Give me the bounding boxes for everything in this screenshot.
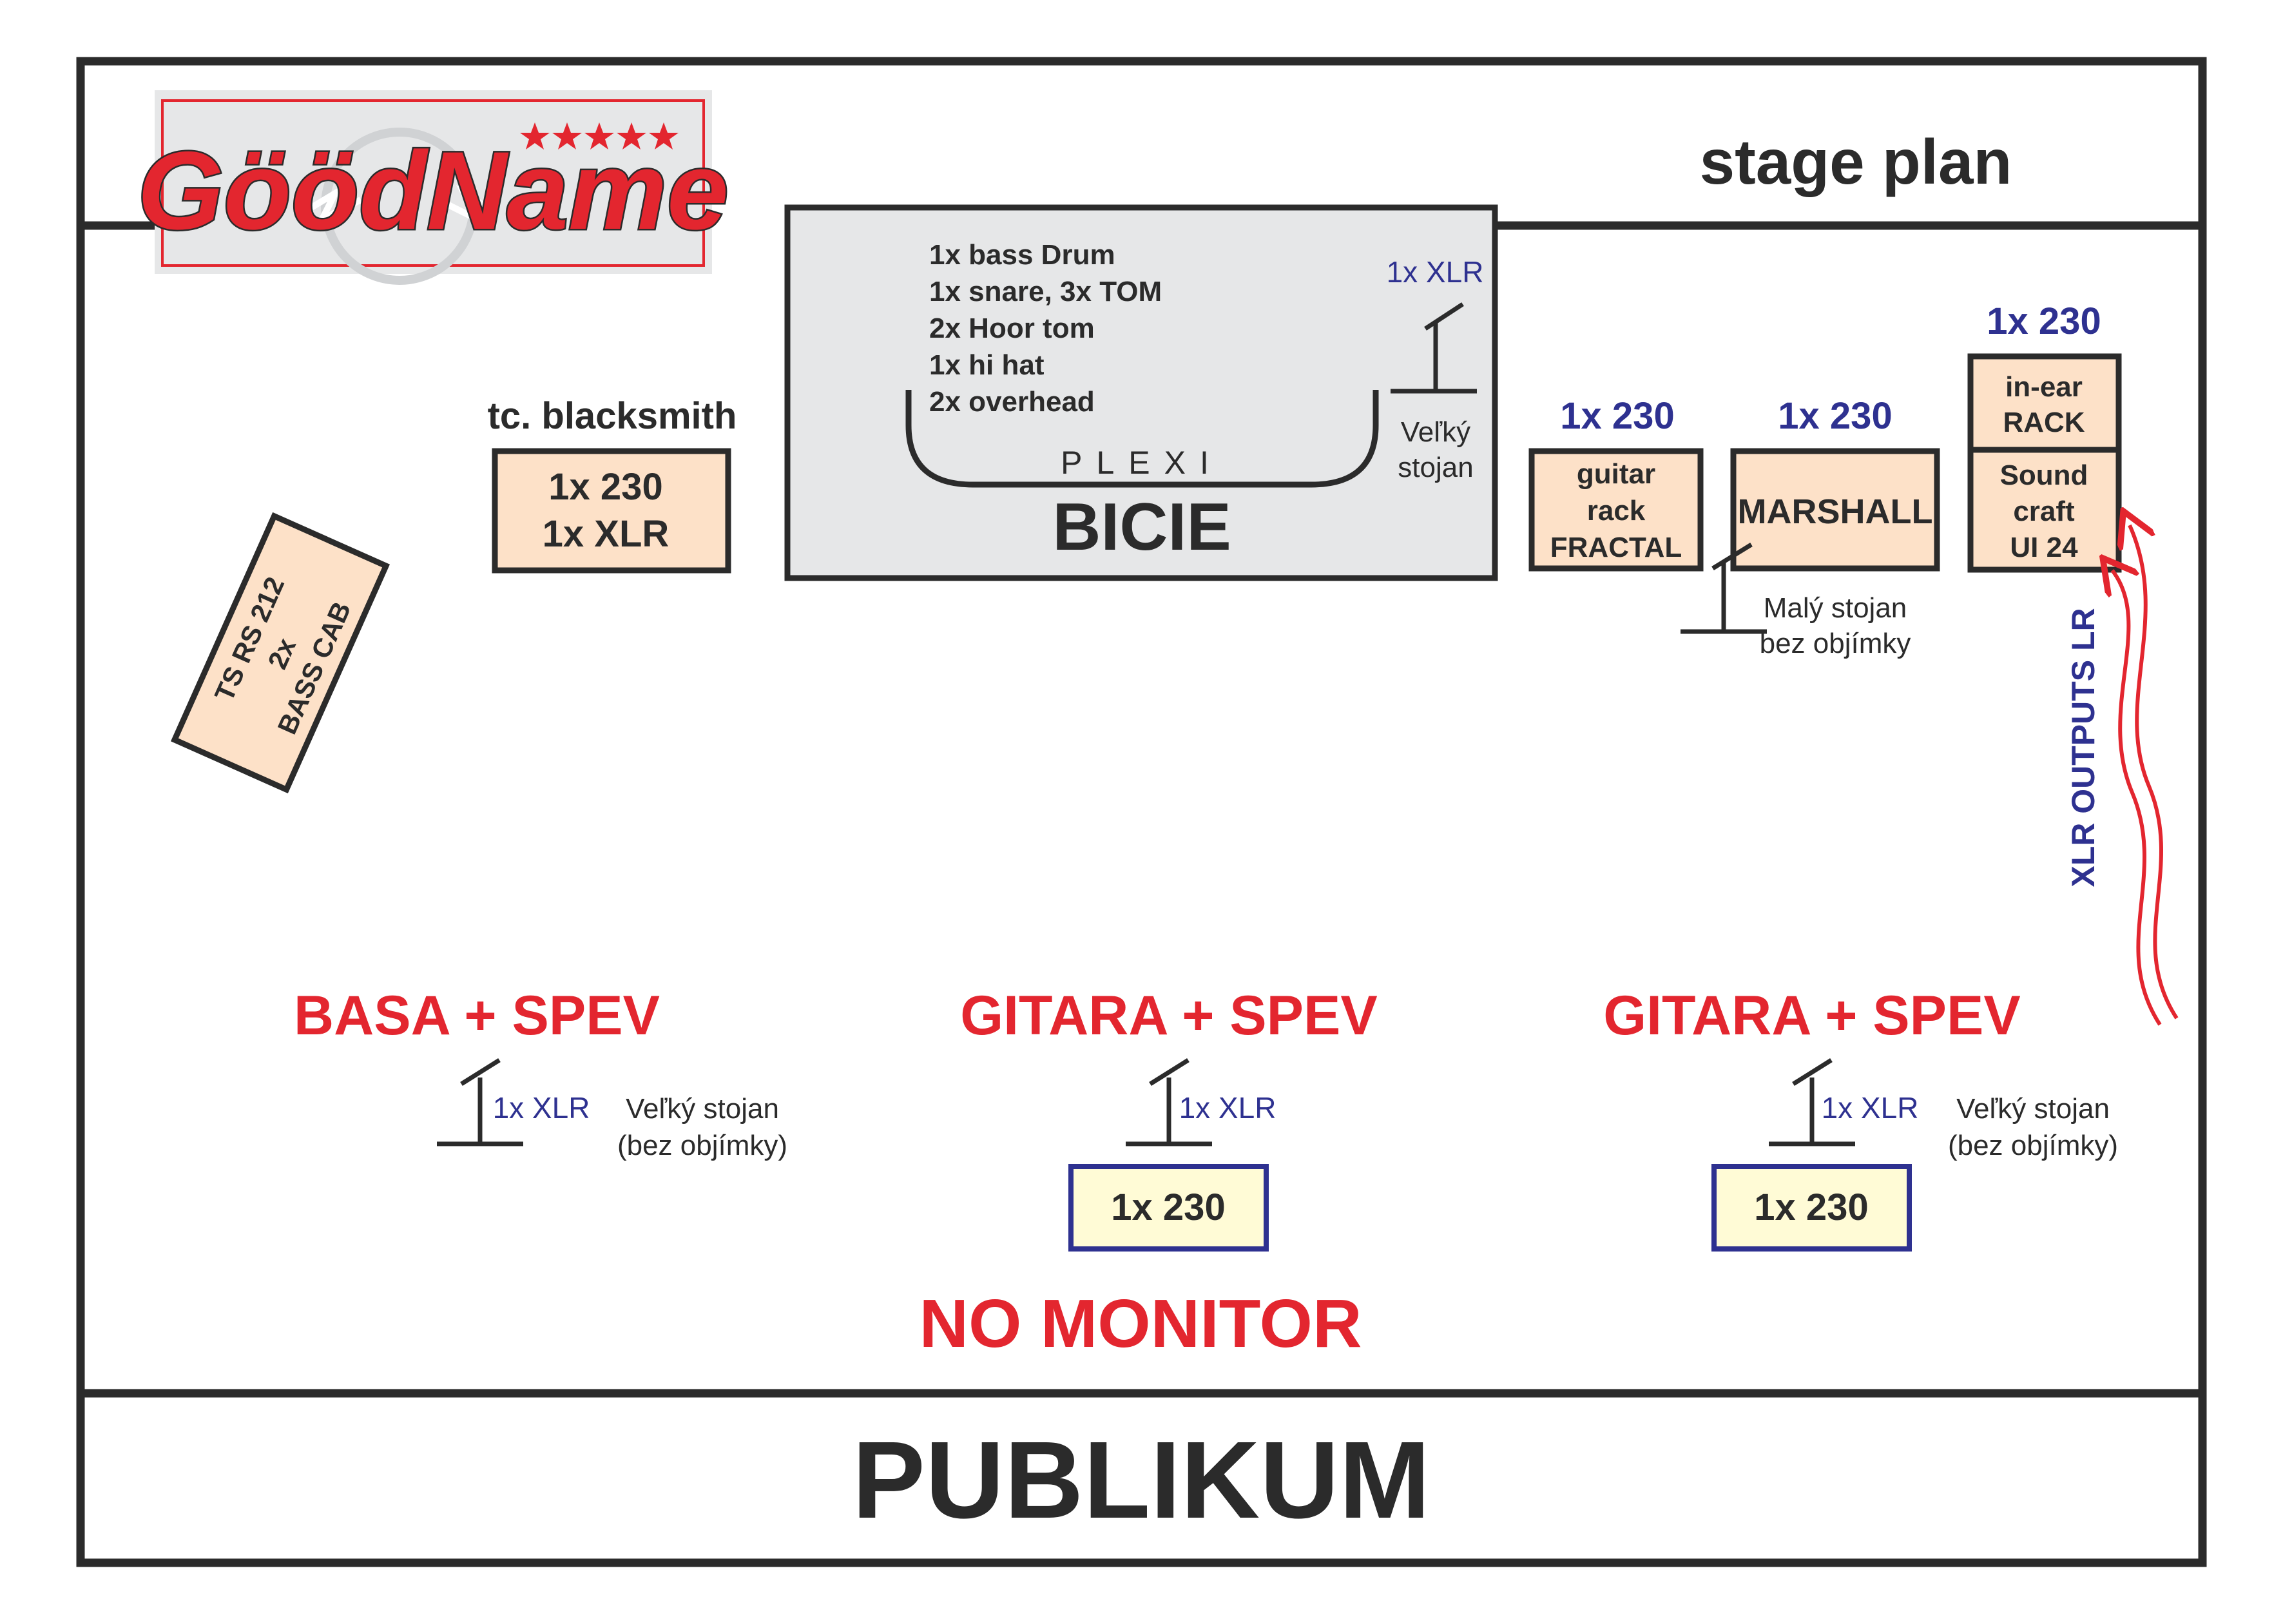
rack-power: 1x 230 [1987,300,2101,342]
guitar-rack-power: 1x 230 [1560,395,1674,437]
position-2-power: 1x 230 [1111,1186,1225,1228]
position-3-power-box [1711,1164,1912,1252]
drum-stand-label-1: Veľký [1401,416,1470,448]
xlr-outputs-label: XLR OUTPUTS LR [2065,608,2101,887]
position-2-mic-stand-icon [1126,1058,1212,1146]
position-3-stand-label-1: Veľký stojan [1956,1093,2110,1125]
guitar-rack: 1x 230 guitar rack FRACTAL [1528,395,1704,572]
xlr-output-cables [2112,525,2179,1026]
monitor-rack: 1x 230 in-ear RACK Sound craft UI 24 XLR… [1967,300,2179,1026]
marshall-amp: 1x 230 MARSHALL Malý stojan bez objímky [1681,395,1940,659]
marshall-stand-label-2: bez objímky [1760,628,1911,659]
logo-text: GöödName [137,129,728,253]
position-guitar-vocals-center: GITARA + SPEV 1x XLR 1x 230 [960,985,1378,1252]
position-1-mic-stand-icon [437,1058,523,1146]
marshall-stand-label-1: Malý stojan [1764,592,1907,624]
audience-label: PUBLIKUM [852,1419,1430,1542]
guitar-rack-line-2: rack [1587,495,1646,527]
drum-kit-line: 2x overhead [929,386,1095,418]
marshall-mic-stand-icon [1681,543,1767,634]
position-guitar-vocals-right: GITARA + SPEV 1x XLR Veľký stojan (bez o… [1603,985,2118,1252]
page-title: stage plan [1700,126,2012,197]
drum-kit-line: 1x hi hat [929,349,1045,381]
bass-amp: tc. blacksmith 1x 230 1x XLR [488,395,737,574]
position-2-power-box [1068,1164,1269,1252]
position-2-label: GITARA + SPEV [960,985,1378,1047]
drum-kit-list: 1x bass Drum 1x snare, 3x TOM 2x Hoor tom 1… [929,239,1162,418]
plexi-label: PLEXI [1061,445,1223,481]
no-monitor-note: NO MONITOR [919,1286,1362,1362]
position-1-stand-label-1: Veľký stojan [626,1093,779,1125]
mixer-line-2: craft [2013,496,2075,527]
position-1-mic-label: 1x XLR [493,1091,590,1125]
position-1-label: BASA + SPEV [294,985,660,1047]
bass-amp-xlr: 1x XLR [543,513,669,555]
position-3-mic-label: 1x XLR [1822,1091,1919,1125]
guitar-rack-line-1: guitar [1577,458,1655,490]
drums-label: BICIE [1052,490,1231,565]
marshall-power: 1x 230 [1778,395,1892,437]
drum-mic-label: 1x XLR [1387,255,1484,289]
front-positions: BASA + SPEV 1x XLR Veľký stojan (bez obj… [294,985,2118,1252]
drum-stand-label-2: stojan [1398,452,1473,483]
plexi-shield [905,390,1379,488]
guitar-rack-line-3: FRACTAL [1550,532,1682,563]
mixer-line-1: Sound [2000,459,2088,491]
rack-top-line-2: RACK [2003,407,2085,438]
bass-amp-title: tc. blacksmith [488,395,737,437]
band-logo: GöödName [136,90,730,285]
logo-stars [520,122,679,150]
position-1-stand-label-2: (bez objímky) [617,1130,787,1161]
drum-kit-line: 2x Hoor tom [929,313,1095,344]
drum-kit-line: 1x snare, 3x TOM [929,276,1162,307]
position-2-mic-label: 1x XLR [1179,1091,1276,1125]
marshall-label: MARSHALL [1738,492,1933,531]
mixer-line-3: UI 24 [2010,532,2078,563]
position-bass-vocals: BASA + SPEV 1x XLR Veľký stojan (bez obj… [294,985,787,1161]
drum-riser: 1x bass Drum 1x snare, 3x TOM 2x Hoor tom 1… [784,204,1498,581]
drum-kit-line: 1x bass Drum [929,239,1115,271]
position-3-label: GITARA + SPEV [1603,985,2021,1047]
rack-top-line-1: in-ear [2005,371,2083,403]
position-3-power: 1x 230 [1754,1186,1868,1228]
drum-mic-stand-icon [1391,302,1477,394]
position-3-stand-label-2: (bez objímky) [1948,1130,2118,1161]
bass-amp-power: 1x 230 [548,466,662,508]
position-3-mic-stand-icon [1769,1058,1855,1146]
